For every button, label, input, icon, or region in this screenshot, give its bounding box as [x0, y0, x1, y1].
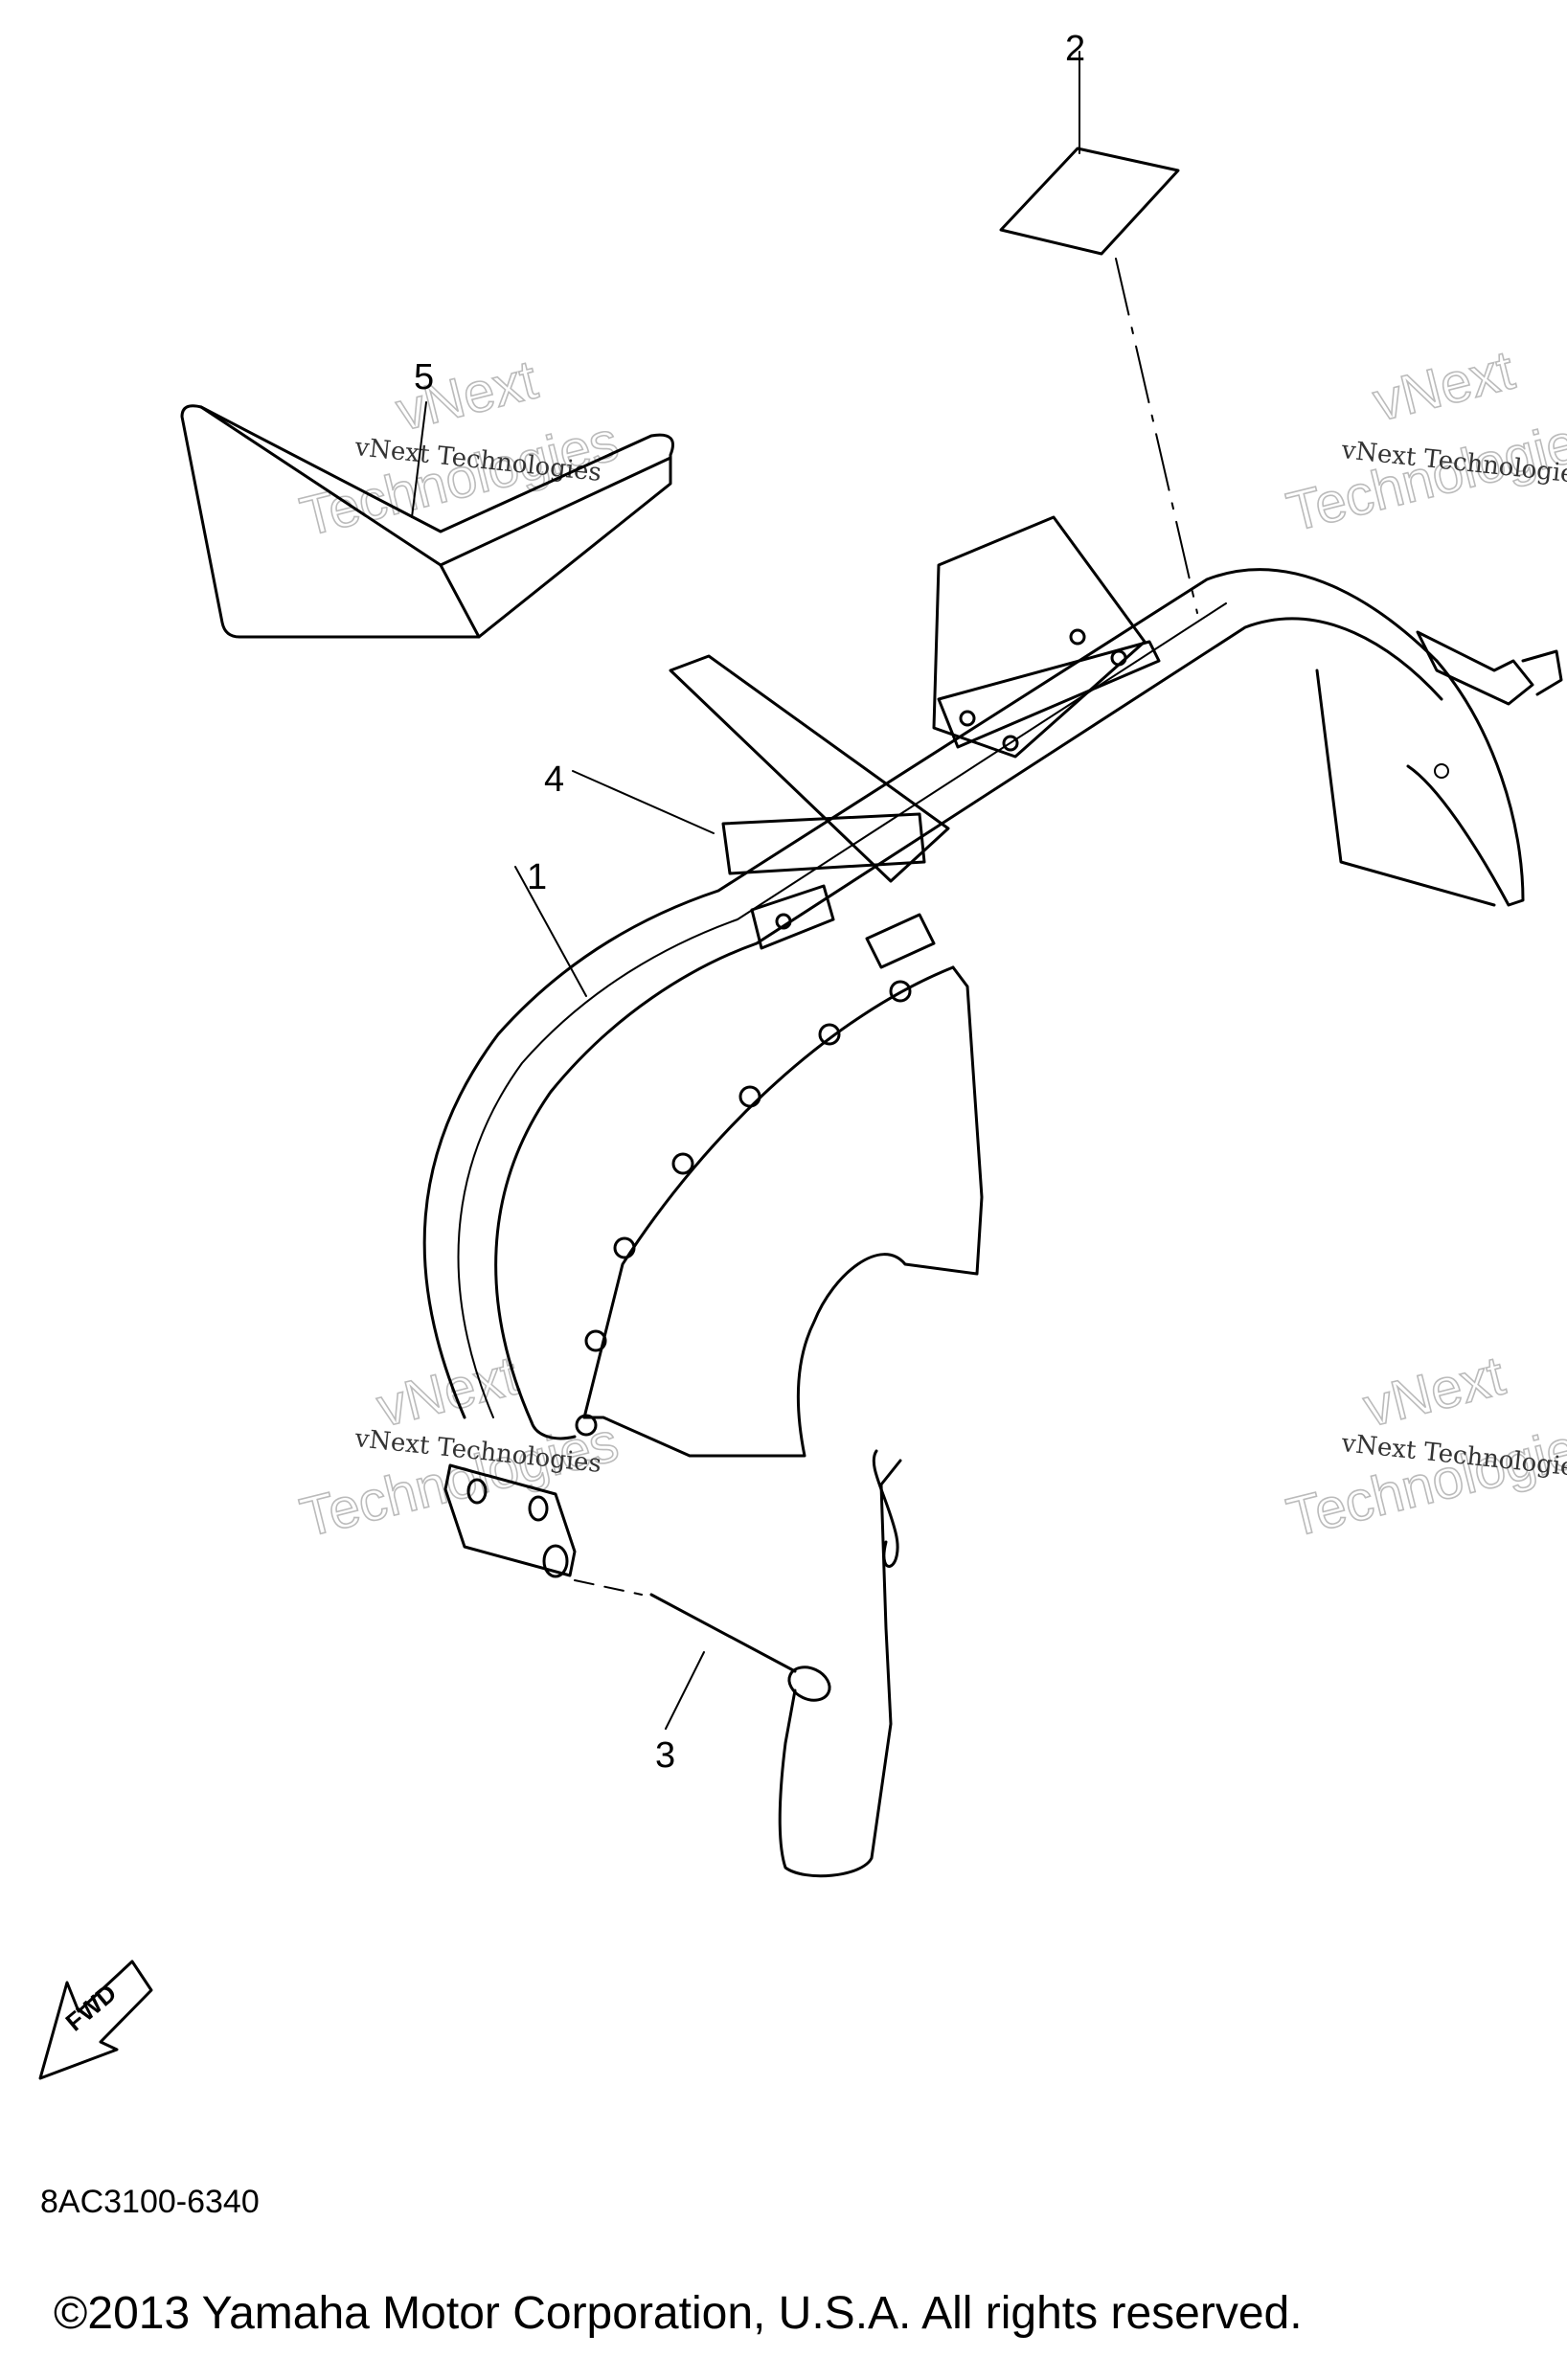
fender-brackets	[669, 515, 1161, 969]
watermark-top-right: vNext Technologies vNext Technologies	[1281, 338, 1567, 545]
watermark-top-left: vNext Technologies vNext Technologies	[294, 348, 625, 550]
fwd-arrow: FWD	[38, 1960, 153, 2080]
svg-text:vNext: vNext	[371, 1345, 524, 1439]
fender-clamp	[1416, 630, 1563, 706]
part-5-guard-pad	[180, 401, 674, 639]
watermark-mid-left: vNext Technologies vNext Technologies	[294, 1344, 625, 1551]
callout-5: 5	[414, 357, 434, 397]
fender-studs	[575, 980, 912, 1437]
svg-text:vNext: vNext	[1367, 339, 1520, 434]
svg-text:vNext: vNext	[1357, 1345, 1510, 1439]
callout-3: 3	[655, 1735, 675, 1776]
watermark-mid-right: vNext Technologies vNext Technologies	[1281, 1344, 1567, 1551]
part-1-fender	[422, 515, 1563, 1578]
callout-1: 1	[527, 857, 547, 897]
svg-text:Technologies: Technologies	[1281, 1411, 1567, 1550]
fender-hinge	[443, 1463, 577, 1578]
copyright-notice: ©2013 Yamaha Motor Corporation, U.S.A. A…	[54, 2288, 1303, 2339]
part-2-decal	[999, 51, 1198, 614]
part-3-pin	[574, 1449, 902, 1878]
part-code: 8AC3100-6340	[40, 2184, 260, 2220]
callout-2: 2	[1065, 29, 1085, 69]
part-4-label	[572, 770, 926, 875]
callout-4: 4	[544, 759, 564, 800]
